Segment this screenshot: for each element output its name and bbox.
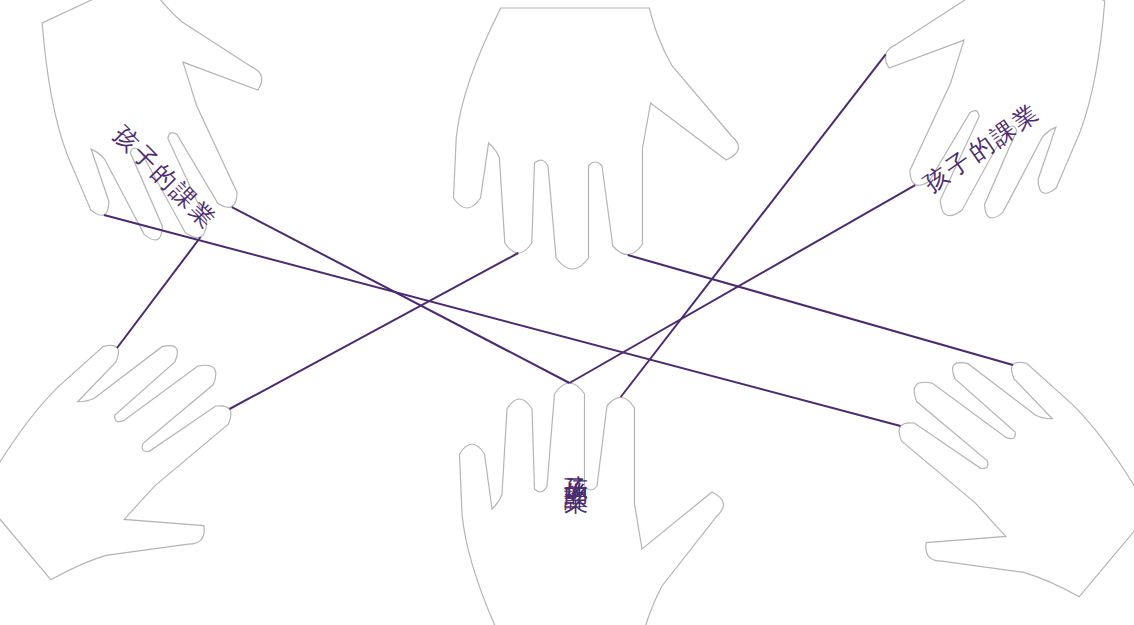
- string-connector: [232, 207, 570, 383]
- string-connector: [621, 54, 886, 397]
- hand-node: 孩子的課業: [0, 0, 300, 300]
- string-connector: [570, 185, 916, 383]
- hand-svg: [430, 360, 720, 625]
- hand-outline: [0, 301, 293, 625]
- string-line: [628, 255, 1013, 365]
- hand-node: 孩子的課業: [430, 360, 720, 625]
- hand-outline: [454, 8, 739, 269]
- hand-outline: [835, 0, 1134, 252]
- hand-outline: [460, 383, 724, 625]
- edge-group: [232, 54, 915, 397]
- hand-node: 孩子的課業: [834, 0, 1134, 300]
- string-line: [230, 253, 519, 409]
- hand-outline: [10, 0, 312, 274]
- hand-label: 孩子的課業: [920, 99, 1044, 196]
- hand-outline: [837, 318, 1134, 625]
- string-line: [117, 237, 201, 348]
- hand-label: 孩子的課業: [109, 122, 221, 234]
- string-line: [104, 215, 901, 426]
- hand-label: 孩子的課業: [564, 455, 588, 475]
